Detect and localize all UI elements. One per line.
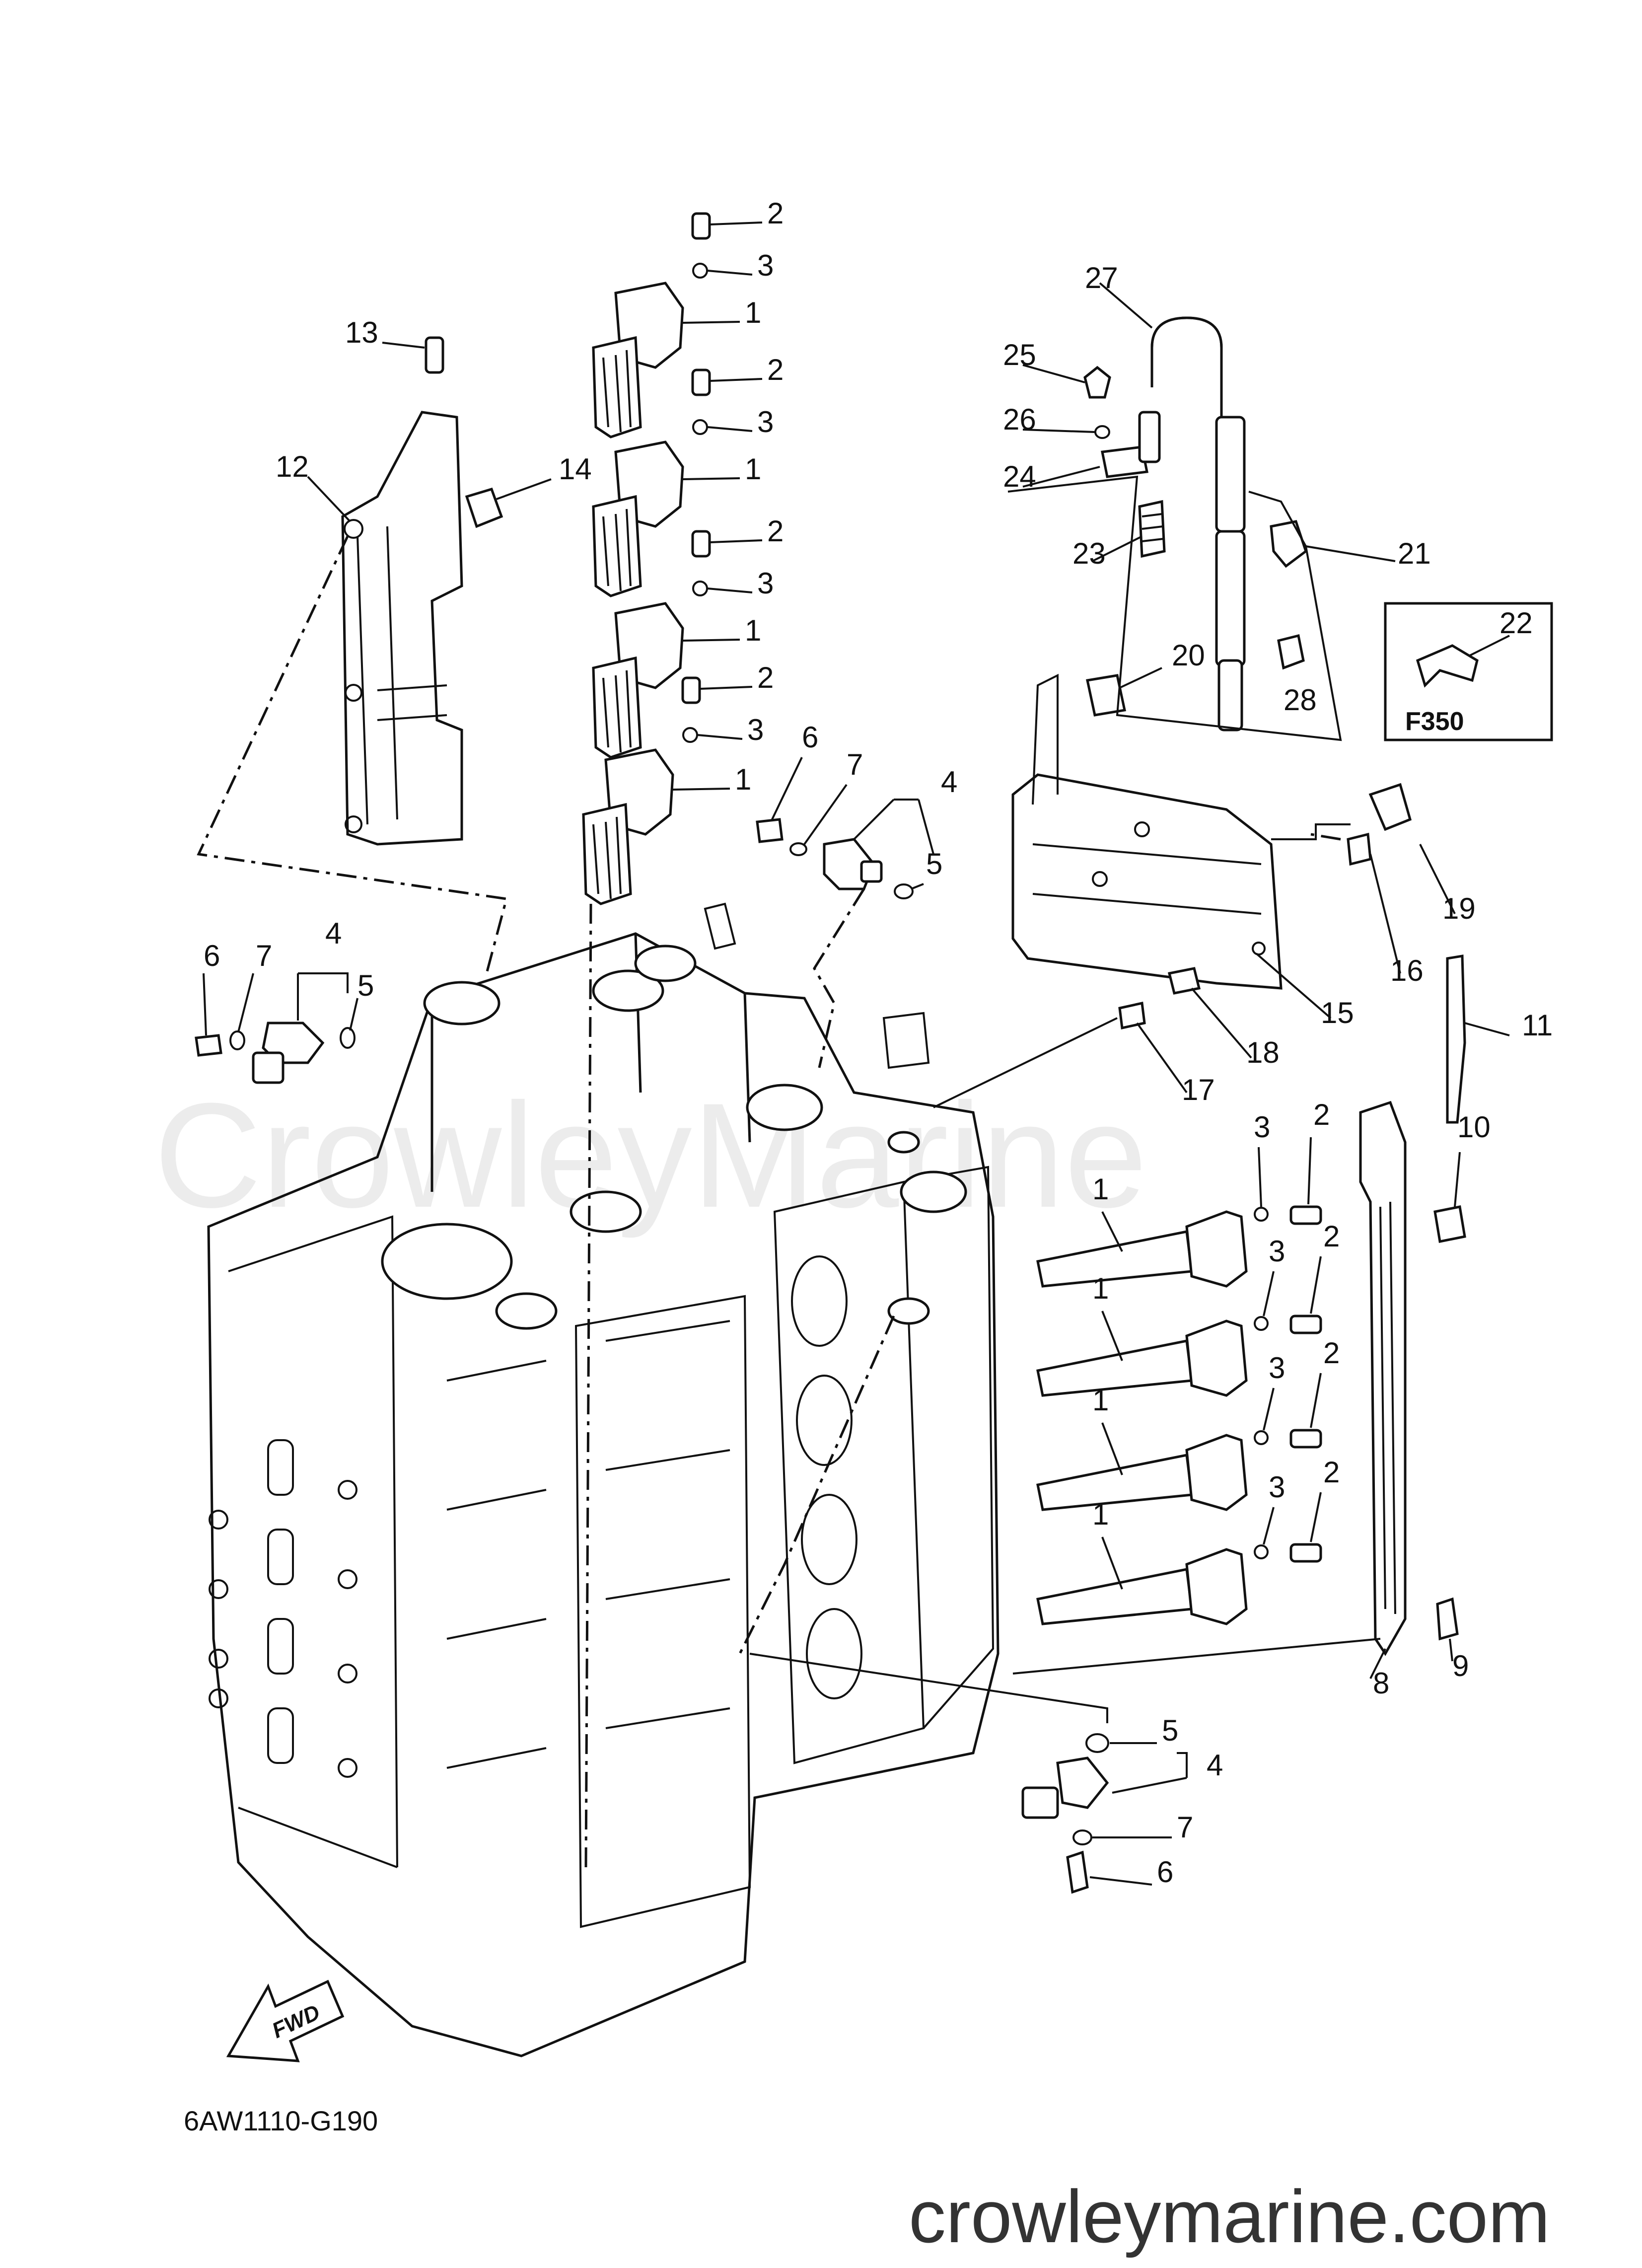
callout-16: 16: [1390, 954, 1424, 987]
cylinder-block: [207, 902, 999, 2057]
callout-27: 27: [1085, 261, 1118, 294]
callout-1: 1: [1092, 1498, 1109, 1531]
website-text: crowleymarine.com: [909, 2175, 1550, 2258]
callout-2: 2: [1323, 1220, 1340, 1253]
callout-19: 19: [1442, 892, 1476, 925]
coil-bracket-right: [1359, 1100, 1466, 1656]
callout-2: 2: [767, 514, 784, 548]
callout-6: 6: [1157, 1855, 1173, 1889]
callout-7: 7: [847, 748, 863, 781]
callout-21: 21: [1398, 537, 1431, 570]
callout-2: 2: [1323, 1336, 1340, 1370]
callout-1: 1: [745, 452, 761, 486]
callout-6: 6: [204, 939, 220, 972]
callout-1: 1: [1092, 1172, 1109, 1206]
leader-lines-left: [307, 342, 552, 522]
callout-3: 3: [1254, 1110, 1270, 1144]
callout-3: 3: [757, 567, 774, 600]
callout-3: 3: [747, 713, 764, 746]
hose-assembly: [1083, 316, 1307, 732]
callout-1: 1: [745, 614, 761, 647]
callout-4: 4: [325, 917, 342, 950]
callout-24: 24: [1003, 460, 1036, 493]
ecu-bracket: [1011, 673, 1466, 1124]
callout-2: 2: [767, 353, 784, 386]
callout-22: 22: [1499, 606, 1533, 640]
callout-17: 17: [1182, 1073, 1215, 1106]
inset-label: F350: [1405, 707, 1464, 736]
callout-20: 20: [1172, 639, 1205, 672]
callout-6: 6: [802, 721, 818, 754]
callout-5: 5: [926, 847, 942, 880]
fwd-arrow-icon: FWD: [226, 1979, 345, 2062]
sensor-assembly-bottom: [1021, 1733, 1109, 1894]
callout-2: 2: [757, 661, 774, 694]
leader-lines-sensor-top: [771, 757, 934, 890]
watermark-text: CrowleyMarine: [154, 1072, 1147, 1240]
callout-12: 12: [276, 450, 309, 483]
callout-1: 1: [1092, 1272, 1109, 1305]
callout-10: 10: [1457, 1110, 1491, 1144]
callout-3: 3: [757, 249, 774, 282]
leader-lines-sensor-left: [203, 972, 358, 1036]
callout-14: 14: [559, 452, 592, 486]
coil-bracket-left: [341, 336, 503, 846]
callout-26: 26: [1003, 403, 1036, 436]
leader-lines-hose: [1007, 282, 1396, 741]
callout-28: 28: [1284, 683, 1317, 717]
callout-2: 2: [1313, 1098, 1330, 1131]
callout-7: 7: [256, 939, 272, 972]
ignition-coil-top-group: [582, 212, 711, 905]
ignition-coil-right-group: [1036, 1205, 1322, 1625]
callout-2: 2: [1323, 1456, 1340, 1489]
leader-lines-coils-right: [1101, 1137, 1322, 1590]
sensor-assembly-left: [195, 1022, 356, 1084]
callout-25: 25: [1003, 338, 1036, 371]
leader-lines-top: [672, 221, 763, 791]
leader-lines-bracket-right: [1012, 1152, 1461, 1679]
callout-9: 9: [1452, 1649, 1469, 1683]
diagram-code: 6AW1110-G190: [184, 2105, 378, 2136]
leader-lines-sensor-bottom: [749, 1653, 1188, 1886]
inset-box-f350: F350: [1384, 602, 1553, 741]
callout-3: 3: [757, 405, 774, 439]
callout-3: 3: [1269, 1351, 1285, 1385]
callout-2: 2: [767, 197, 784, 230]
callout-11: 11: [1522, 1009, 1553, 1042]
callout-5: 5: [1162, 1714, 1178, 1747]
callout-23: 23: [1072, 537, 1106, 570]
callout-7: 7: [1177, 1811, 1193, 1844]
callout-4: 4: [1207, 1749, 1223, 1782]
callout-15: 15: [1321, 996, 1354, 1029]
callout-8: 8: [1373, 1667, 1389, 1700]
callout-13: 13: [345, 316, 378, 349]
callout-18: 18: [1246, 1036, 1280, 1069]
callout-4: 4: [941, 765, 957, 799]
callout-1: 1: [745, 296, 761, 329]
callout-5: 5: [357, 969, 374, 1002]
callout-1: 1: [735, 763, 751, 796]
leader-lines-ecu: [933, 823, 1510, 1108]
callout-3: 3: [1269, 1470, 1285, 1504]
reference-lines: [197, 535, 1341, 1868]
callout-1: 1: [1092, 1384, 1109, 1417]
callout-3: 3: [1269, 1235, 1285, 1268]
sensor-assembly-top: [756, 818, 914, 899]
